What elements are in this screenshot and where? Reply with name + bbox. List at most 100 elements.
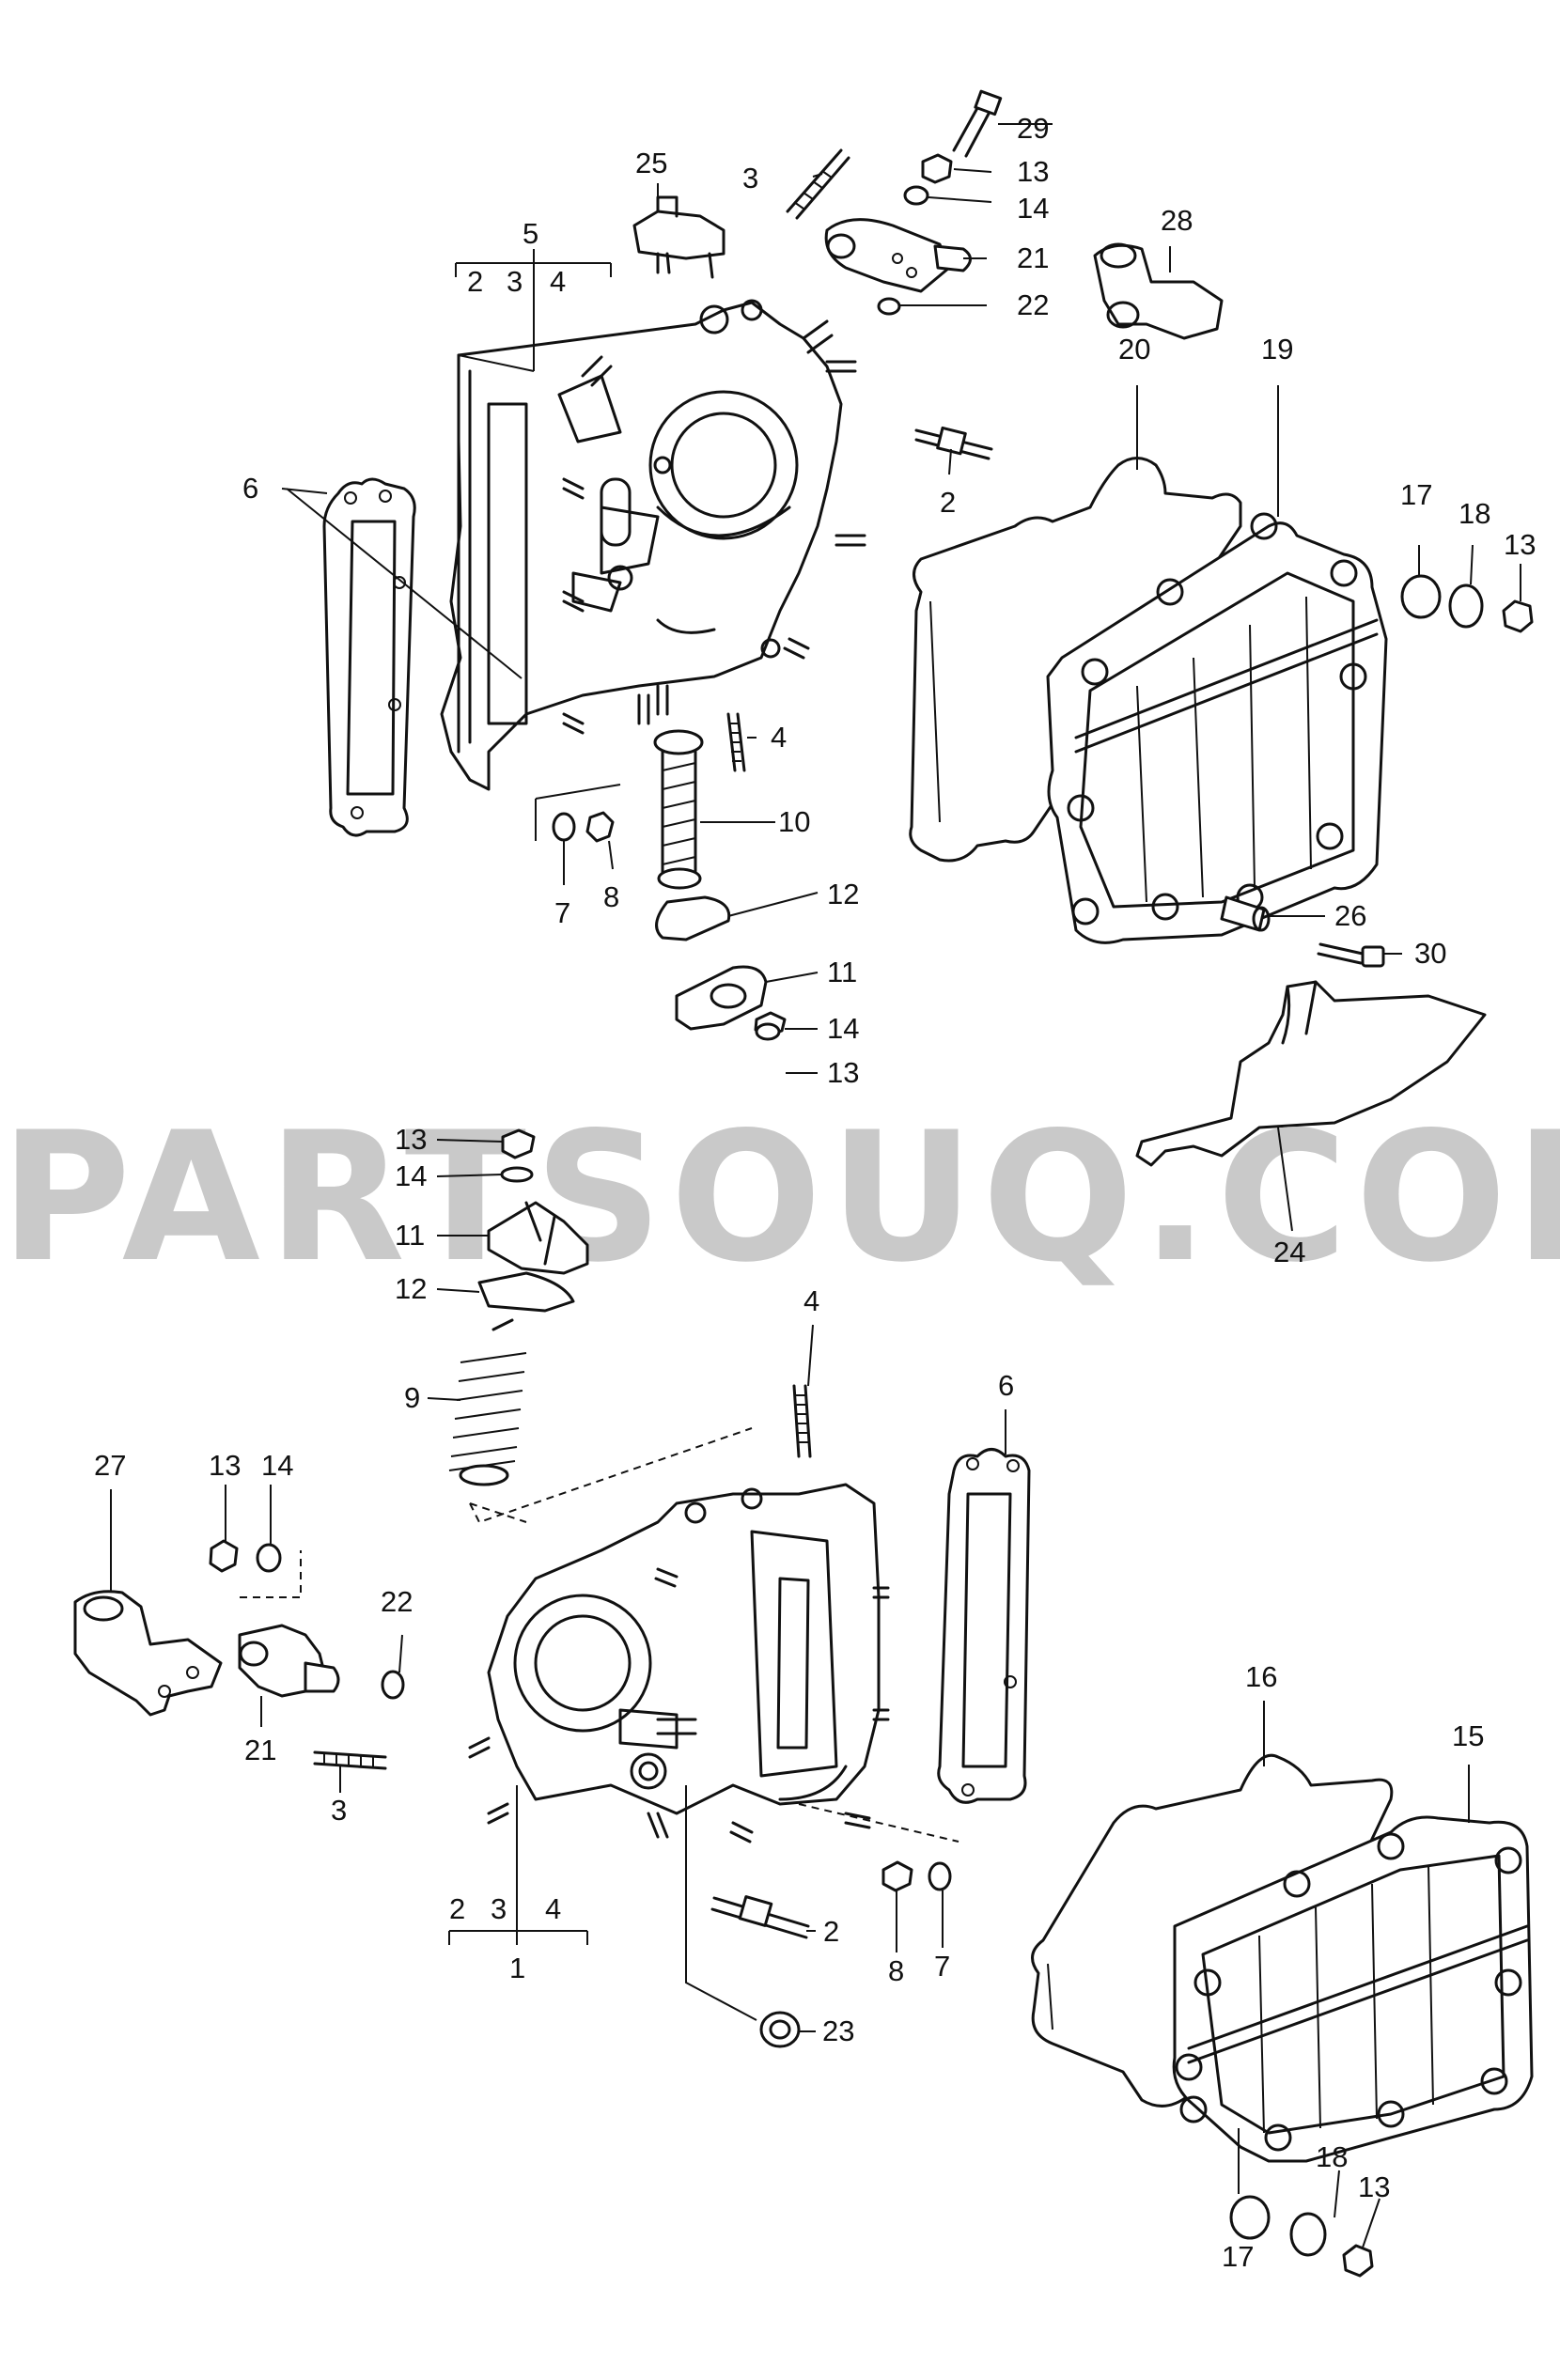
washer-part-7-upper: [552, 812, 576, 842]
callout-24: 24: [1273, 1236, 1305, 1268]
seal-ring-part-22-upper: [877, 297, 901, 316]
callout-5: 5: [523, 217, 538, 250]
nut-part-13-upper-right: [1502, 599, 1534, 633]
gasket-6-lower: [937, 1448, 1031, 1804]
callout-3-lower-bracket: 3: [491, 1892, 507, 1925]
upper-housing-part-5: [440, 299, 843, 791]
washer-part-18-upper: [1448, 583, 1484, 629]
seal-ring-part-22-lower: [381, 1670, 405, 1700]
callout-26: 26: [1334, 899, 1366, 932]
callout-13-lower-stack: 13: [395, 1123, 427, 1156]
callout-2-lower: 2: [823, 1915, 839, 1948]
washer-part-14-lower-stack: [500, 1166, 534, 1183]
washer-part-18-lower: [1289, 2212, 1327, 2257]
callout-4-upper: 4: [771, 721, 787, 754]
callout-2-upper: 2: [940, 486, 956, 519]
callout-3-upper-bracket: 3: [507, 265, 523, 298]
callout-7-upper: 7: [554, 896, 570, 929]
callout-14-upper: 14: [1017, 192, 1049, 225]
grommet-part-17-upper: [1400, 574, 1442, 619]
callout-28: 28: [1161, 204, 1193, 237]
callout-8-upper: 8: [603, 880, 619, 913]
callout-7-lower: 7: [934, 1950, 950, 1983]
flange-gasket-part-12-lower: [477, 1271, 575, 1313]
spring-valve-part-9: [448, 1318, 527, 1486]
fitting-part-27: [73, 1590, 223, 1717]
gasket-part-20: [909, 457, 1242, 863]
callout-13-upper-mid: 13: [827, 1056, 859, 1089]
bolt-part-30: [1317, 942, 1385, 968]
washer-part-14-upper-mid: [755, 1022, 781, 1041]
union-fitting-part-21-lower: [238, 1624, 340, 1698]
nut-part-13-lower-stack: [501, 1128, 536, 1159]
stud-part-2-lower: [710, 1895, 810, 1939]
callout-17-lower: 17: [1222, 2240, 1254, 2273]
nut-part-13-lower-left: [209, 1539, 239, 1573]
stud-part-2-upper: [914, 426, 993, 460]
bolt-part-29: [952, 89, 1003, 158]
nut-part-8-lower: [881, 1860, 913, 1892]
bracket-part-25: [632, 195, 725, 279]
stud-part-3-upper: [786, 148, 850, 220]
callout-18-lower: 18: [1316, 2140, 1348, 2173]
flange-part-11-upper: [675, 965, 768, 1031]
callout-6-lower: 6: [998, 1369, 1014, 1402]
callout-23: 23: [822, 2014, 854, 2047]
leader-lines: [110, 123, 1521, 2248]
plug-part-23: [759, 2011, 801, 2048]
callout-1: 1: [509, 1952, 525, 1984]
callout-22-lower: 22: [381, 1585, 413, 1618]
cover-plate-part-19: [1046, 512, 1388, 944]
callout-13-lower-left: 13: [209, 1449, 241, 1482]
callout-labels: 5 2 3 4 25 3 29 13 14 21 22 28 20 19 2 1…: [94, 112, 1536, 2273]
heat-shield-part-24: [1135, 980, 1487, 1167]
stud-part-4-upper: [726, 712, 746, 772]
callout-13-lower-right: 13: [1358, 2170, 1390, 2203]
callout-4-upper-bracket: 4: [550, 265, 566, 298]
washer-part-14-lower-left: [256, 1543, 282, 1573]
callout-22-upper: 22: [1017, 288, 1049, 321]
callout-14-lower-stack: 14: [395, 1159, 427, 1192]
gasket-part-16: [1031, 1753, 1394, 2108]
callout-4-lower-bracket: 4: [545, 1892, 561, 1925]
upper-studs: [562, 319, 866, 735]
stud-part-4-lower: [792, 1384, 812, 1458]
nut-part-13-lower-right: [1342, 2244, 1374, 2278]
grommet-part-17-lower: [1229, 2195, 1271, 2240]
lower-studs: [468, 1567, 890, 1843]
callout-2-lower-bracket: 2: [449, 1892, 465, 1925]
callout-14-upper-mid: 14: [827, 1012, 859, 1045]
callout-10: 10: [778, 805, 810, 838]
spring-valve-part-10: [653, 729, 704, 890]
callout-16: 16: [1245, 1660, 1277, 1693]
nut-and-washer-upper-right: [903, 153, 953, 206]
spacer-part-26: [1220, 895, 1271, 932]
callout-11-upper: 11: [827, 956, 857, 988]
callout-8-lower: 8: [888, 1954, 904, 1987]
callout-12-lower: 12: [395, 1272, 427, 1305]
callout-12-upper: 12: [827, 878, 859, 910]
callout-25: 25: [635, 147, 667, 179]
callout-21-lower: 21: [244, 1734, 276, 1766]
callout-15: 15: [1452, 1719, 1484, 1752]
callout-14-lower-left: 14: [261, 1449, 293, 1482]
callout-2-upper-bracket: 2: [467, 265, 483, 298]
callout-9: 9: [404, 1381, 420, 1414]
callout-29: 29: [1017, 112, 1049, 145]
union-fitting-part-21-upper: [824, 218, 972, 293]
callout-13-upper: 13: [1017, 155, 1049, 188]
fitting-part-28: [1093, 242, 1224, 340]
callout-18-upper: 18: [1459, 497, 1490, 530]
lower-housing-part-1: [487, 1483, 881, 1815]
callout-30: 30: [1414, 937, 1446, 970]
nut-part-8-upper: [585, 811, 615, 843]
callout-13-upper-right: 13: [1504, 528, 1536, 561]
callout-4-lower: 4: [803, 1284, 819, 1317]
callout-3-upper: 3: [742, 162, 758, 194]
callout-3-lower: 3: [331, 1794, 347, 1827]
stud-part-3-lower: [313, 1750, 387, 1770]
watermark-text: PARTSOUQ.COM: [0, 1094, 1560, 1301]
gasket-6-upper: [322, 477, 416, 837]
